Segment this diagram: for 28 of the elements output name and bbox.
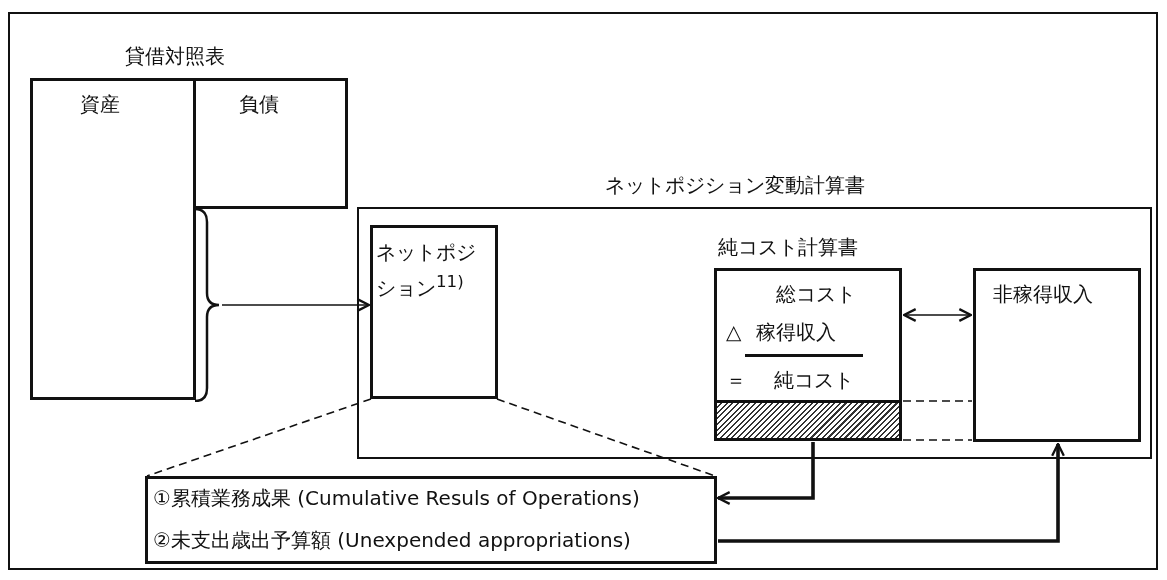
line-item: 純コスト xyxy=(774,368,854,392)
arrow xyxy=(716,442,815,505)
account-label: ネットポジション$^{11)}$ xyxy=(376,239,477,302)
operator-sign: △ xyxy=(726,320,742,344)
hatched-bar xyxy=(714,400,902,441)
line-item: 総コスト xyxy=(776,282,856,306)
table-title: 貸借対照表 xyxy=(125,44,225,68)
statement-title: 純コスト計算書 xyxy=(718,235,858,259)
arrow xyxy=(902,308,973,322)
list-item: ②未支出歳出予算額 (Unexpended appropriations) xyxy=(153,528,631,552)
dashed-line xyxy=(146,398,372,477)
arrow xyxy=(221,298,371,312)
column-heading: 負債 xyxy=(239,92,279,116)
account-box xyxy=(370,225,498,399)
dashed-line xyxy=(902,439,973,441)
line-item: 稼得収入 xyxy=(756,320,836,344)
column-heading: 資産 xyxy=(80,92,120,116)
note-box xyxy=(145,476,717,564)
statement-title: ネットポジション変動計算書 xyxy=(605,173,865,197)
arrow xyxy=(718,442,1065,543)
operator-sign: ＝ xyxy=(726,368,746,392)
column-box xyxy=(193,78,348,209)
column-box xyxy=(30,78,196,400)
account-box xyxy=(973,268,1141,442)
account-label: 非稼得収入 xyxy=(993,282,1093,306)
dashed-line xyxy=(496,398,716,477)
list-item: ①累積業務成果 (Cumulative Resuls of Operations) xyxy=(153,486,640,510)
dashed-line xyxy=(902,400,973,402)
